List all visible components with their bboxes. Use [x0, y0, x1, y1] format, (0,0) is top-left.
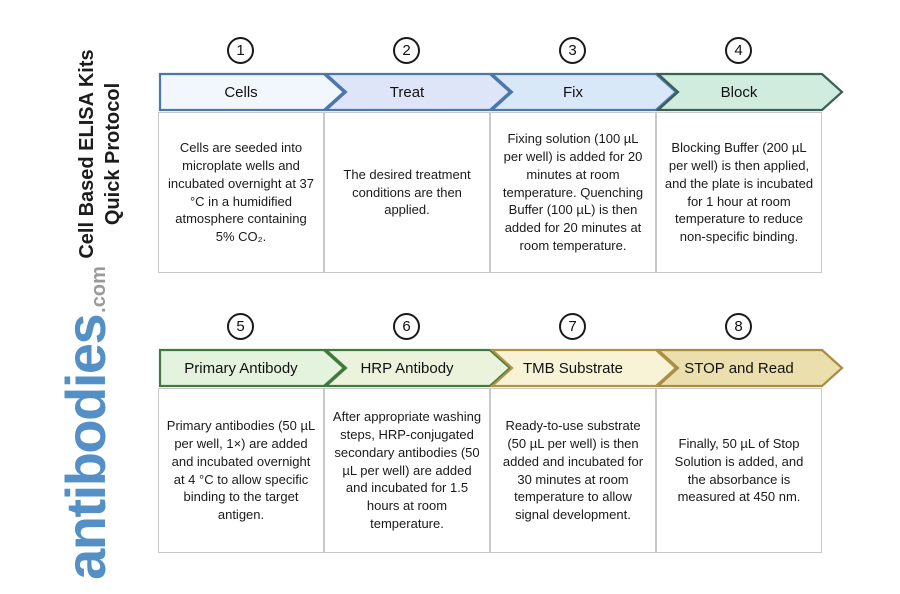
step-description-cells: Cells are seeded into microplate wells a…	[158, 112, 324, 273]
step-label-cells: Cells	[224, 83, 258, 101]
arrow-shape-cells	[158, 72, 346, 112]
logo-suffix: .com	[88, 266, 110, 313]
step-label-stop-and-read: STOP and Read	[684, 359, 794, 377]
step-number-3: 3	[559, 37, 586, 64]
arrow-shape-treat	[324, 72, 512, 112]
step-arrow-block	[656, 72, 844, 112]
step-description-treat: The desired treatment conditions are the…	[324, 112, 490, 273]
step-arrow-stop-and-read	[656, 348, 844, 388]
step-number-5: 5	[227, 313, 254, 340]
step-number-4: 4	[725, 37, 752, 64]
step-description-text: After appropriate washing steps, HRP-con…	[332, 408, 482, 532]
arrow-shape-primary-antibody	[158, 348, 346, 388]
step-description-tmb-substrate: Ready-to-use substrate (50 µL per well) …	[490, 388, 656, 553]
arrow-shape-hrp-antibody	[324, 348, 512, 388]
step-number-1: 1	[227, 37, 254, 64]
step-description-text: The desired treatment conditions are the…	[343, 166, 471, 218]
diagram-title-line2: Quick Protocol	[102, 82, 124, 226]
arrow-shape-stop-and-read	[656, 348, 844, 388]
diagram-title: Cell Based ELISA Kits Quick Protocol	[74, 34, 126, 274]
antibodies-logo: antibodies.com	[53, 266, 137, 580]
step-description-text: Blocking Buffer (200 µL per well) is the…	[664, 139, 814, 245]
step-description-text: Primary antibodies (50 µL per well, 1×) …	[166, 417, 316, 523]
step-label-block: Block	[720, 83, 758, 101]
step-arrow-hrp-antibody	[324, 348, 512, 388]
step-label-fix: Fix	[563, 83, 583, 101]
arrow-shape-block	[656, 72, 844, 112]
step-number-6: 6	[393, 313, 420, 340]
step-label-hrp-antibody: HRP Antibody	[360, 359, 454, 377]
step-description-text: Ready-to-use substrate (50 µL per well) …	[502, 417, 644, 523]
step-label-treat: Treat	[389, 83, 425, 101]
arrow-shape-fix	[490, 72, 678, 112]
step-number-8: 8	[725, 313, 752, 340]
step-number-2: 2	[393, 37, 420, 64]
step-description-fix: Fixing solution (100 µL per well) is add…	[490, 112, 656, 273]
step-arrow-cells	[158, 72, 346, 112]
step-description-text: Fixing solution (100 µL per well) is add…	[502, 130, 644, 254]
step-description-block: Blocking Buffer (200 µL per well) is the…	[656, 112, 822, 273]
step-description-text: Finally, 50 µL of Stop Solution is added…	[674, 435, 804, 505]
step-label-tmb-substrate: TMB Substrate	[522, 359, 624, 377]
step-number-7: 7	[559, 313, 586, 340]
step-description-primary-antibody: Primary antibodies (50 µL per well, 1×) …	[158, 388, 324, 553]
step-arrow-tmb-substrate	[490, 348, 678, 388]
step-label-primary-antibody: Primary Antibody	[184, 359, 298, 377]
step-arrow-primary-antibody	[158, 348, 346, 388]
step-description-stop-and-read: Finally, 50 µL of Stop Solution is added…	[656, 388, 822, 553]
step-description-hrp-antibody: After appropriate washing steps, HRP-con…	[324, 388, 490, 553]
step-arrow-treat	[324, 72, 512, 112]
logo-text: antibodies	[54, 314, 117, 580]
arrow-shape-tmb-substrate	[490, 348, 678, 388]
diagram-title-line1: Cell Based ELISA Kits	[76, 49, 98, 259]
step-description-text: Cells are seeded into microplate wells a…	[168, 139, 314, 245]
step-arrow-fix	[490, 72, 678, 112]
